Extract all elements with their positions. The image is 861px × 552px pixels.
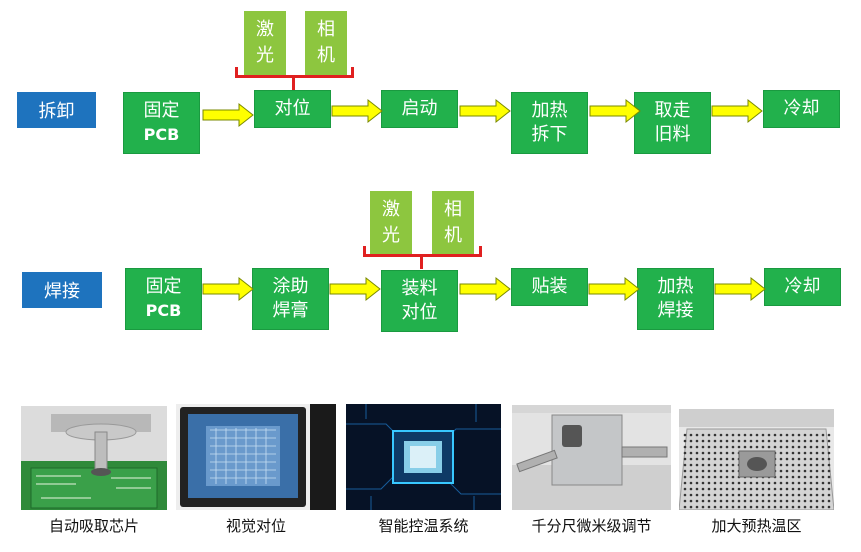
step-cool: 冷却 [763, 90, 840, 128]
step-line: 焊接 [657, 300, 694, 321]
step-fix-pcb: 固定 PCB [125, 268, 202, 330]
step-line: 旧料 [654, 124, 691, 145]
arrow-right-icon [588, 277, 640, 301]
photo-vision-align [176, 404, 336, 510]
step-line: 拆下 [531, 124, 568, 145]
step-line: 加热 [657, 276, 694, 297]
step-fix-pcb: 固定 PCB [123, 92, 200, 154]
step-line: 贴装 [531, 276, 568, 297]
step-align: 对位 [254, 90, 331, 128]
camera-bracket-stem [420, 256, 423, 269]
camera-box: 相 机 [305, 11, 347, 75]
step-line: 对位 [274, 98, 311, 119]
step-line: 固定 [143, 100, 180, 121]
process-label-solder: 焊接 [22, 272, 102, 308]
caption-auto-pick-chip: 自动吸取芯片 [48, 517, 139, 535]
step-heat-remove: 加热 拆下 [511, 92, 588, 154]
camera-char-1: 相 [317, 19, 335, 40]
arrow-right-icon [202, 103, 254, 127]
arrow-right-icon [459, 99, 511, 123]
camera-bracket [235, 67, 354, 78]
arrow-right-icon [331, 99, 383, 123]
step-start: 启动 [381, 90, 458, 128]
step-line: 加热 [531, 100, 568, 121]
process-label-disassemble: 拆卸 [17, 92, 96, 128]
arrow-right-icon [329, 277, 381, 301]
step-line: PCB [145, 301, 182, 320]
step-take-old: 取走 旧料 [634, 92, 711, 154]
caption-smart-temp-control: 智能控温系统 [378, 517, 469, 535]
step-heat-solder: 加热 焊接 [637, 268, 714, 330]
step-line: 涂助 [272, 276, 309, 297]
laser-char-1: 激 [382, 199, 400, 220]
camera-bracket-stem [292, 77, 295, 90]
step-load-align: 装料 对位 [381, 270, 458, 332]
photo-auto-pick-chip [21, 406, 167, 510]
laser-char-2: 光 [256, 45, 274, 66]
photo-micrometer-adjust [512, 405, 671, 510]
laser-box: 激 光 [370, 191, 412, 255]
arrow-right-icon [459, 277, 511, 301]
step-line: 固定 [145, 276, 182, 297]
caption-preheat-zone: 加大预热温区 [711, 517, 802, 535]
arrow-right-icon [589, 99, 641, 123]
caption-micrometer-adjust: 千分尺微米级调节 [531, 517, 652, 535]
step-mount: 贴装 [511, 268, 588, 306]
step-line: 冷却 [783, 98, 820, 119]
camera-char-1: 相 [444, 199, 462, 220]
step-line: PCB [143, 125, 180, 144]
step-line: 对位 [401, 302, 438, 323]
step-apply-flux: 涂助 焊膏 [252, 268, 329, 330]
arrow-right-icon [202, 277, 254, 301]
step-line: 装料 [401, 278, 438, 299]
step-line: 冷却 [784, 276, 821, 297]
step-line: 取走 [654, 100, 691, 121]
step-cool: 冷却 [764, 268, 841, 306]
arrow-right-icon [711, 99, 763, 123]
laser-box: 激 光 [244, 11, 286, 75]
laser-char-2: 光 [382, 225, 400, 246]
camera-box: 相 机 [432, 191, 474, 255]
arrow-right-icon [714, 277, 766, 301]
laser-char-1: 激 [256, 19, 274, 40]
photo-preheat-zone [679, 409, 834, 510]
camera-char-2: 机 [317, 45, 335, 66]
step-line: 启动 [401, 98, 438, 119]
camera-char-2: 机 [444, 225, 462, 246]
caption-vision-align: 视觉对位 [225, 517, 286, 535]
step-line: 焊膏 [272, 300, 309, 321]
camera-bracket [363, 246, 482, 257]
photo-smart-temp-control [346, 404, 501, 510]
